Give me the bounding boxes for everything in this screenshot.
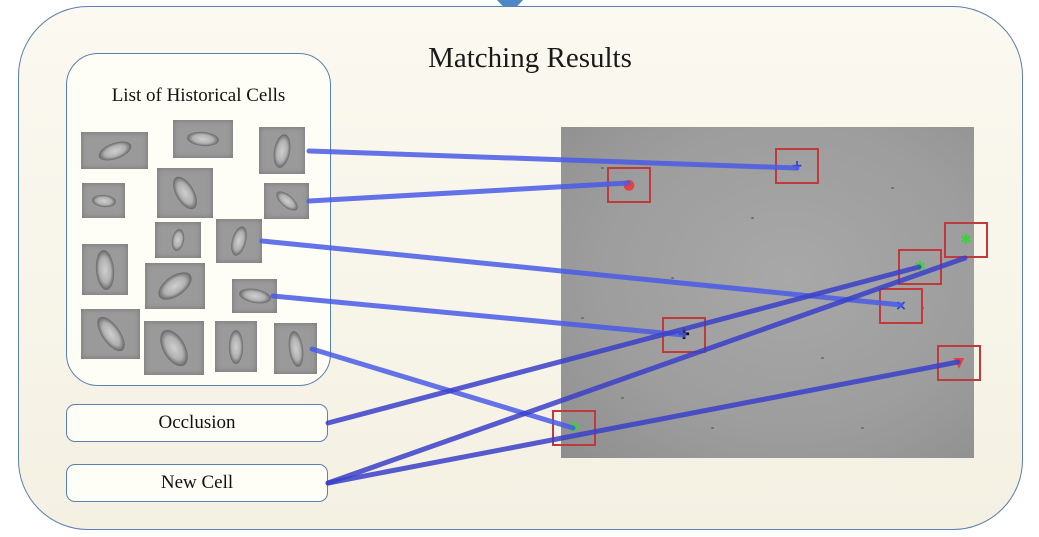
new-cell-line <box>325 255 968 486</box>
cell-thumbnail <box>144 321 204 375</box>
main-title: Matching Results <box>428 42 632 74</box>
cell-thumbnail <box>173 120 233 158</box>
cell-thumbnail <box>82 183 125 218</box>
occlusion-label: Occlusion <box>66 404 328 442</box>
speck <box>581 317 584 319</box>
match-line <box>270 293 687 338</box>
speck <box>621 397 624 399</box>
new-cell-label: New Cell <box>66 464 328 502</box>
speck <box>861 427 864 429</box>
speck <box>711 427 714 429</box>
cell-thumbnail <box>157 168 213 218</box>
cell-thumbnail <box>216 219 262 263</box>
cell-thumbnail <box>81 132 148 169</box>
match-line <box>306 180 631 204</box>
occlusion-line <box>325 264 922 426</box>
cell-thumbnail <box>155 222 201 258</box>
speck <box>671 277 674 279</box>
cell-thumbnail <box>215 321 257 372</box>
speck <box>821 357 824 359</box>
speck <box>891 187 894 189</box>
historical-cells-title: List of Historical Cells <box>111 85 286 106</box>
green-cell-mark: ✱ <box>960 232 972 248</box>
cell-thumbnail <box>259 127 305 174</box>
cell-thumbnail <box>232 279 277 313</box>
cell-thumbnail <box>145 263 205 309</box>
cell-thumbnail <box>81 309 140 359</box>
new-cell-line <box>325 359 961 486</box>
match-line <box>259 238 904 308</box>
match-line <box>309 346 576 431</box>
speck <box>601 167 604 169</box>
speck <box>751 217 754 219</box>
match-line <box>306 148 800 171</box>
cell-thumbnail <box>82 244 128 295</box>
cell-thumbnail <box>264 183 309 219</box>
